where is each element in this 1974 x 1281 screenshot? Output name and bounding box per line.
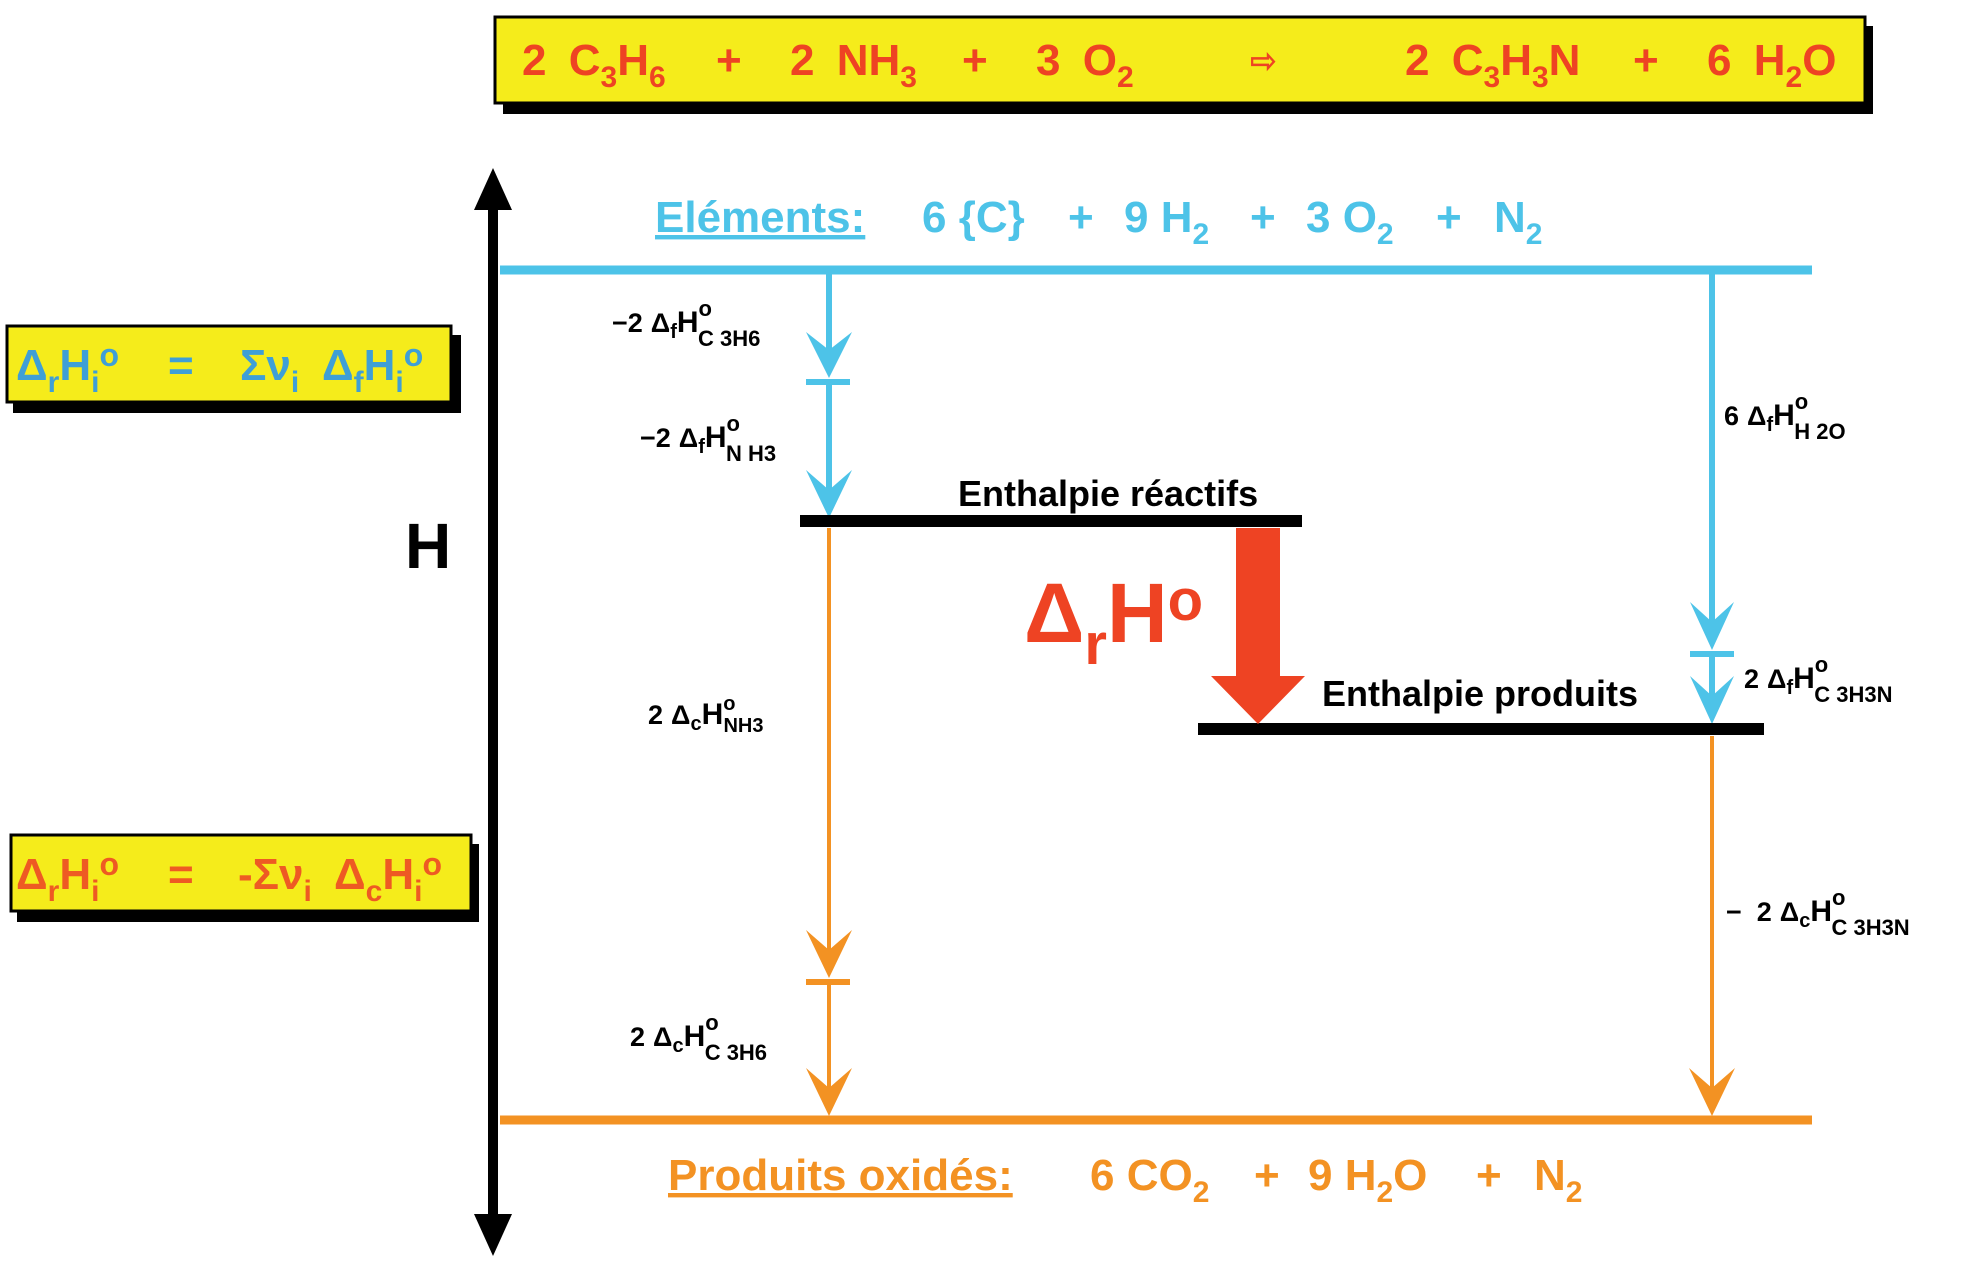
combustion-box: [9, 833, 473, 913]
elements-label: Eléments: 6 {C} + 9 H2 + 3 O2 + N2: [655, 193, 1542, 254]
left-combustion-arrows: [806, 528, 852, 1116]
down-arrow-icon: [806, 930, 852, 978]
down-arrow-icon: [1690, 602, 1734, 650]
red-arrow-shaft: [1236, 528, 1280, 678]
equation-box: [493, 15, 1867, 105]
reaction-enthalpy-arrow: ΔrHo: [1024, 528, 1305, 724]
down-arrow-icon: [1690, 676, 1734, 724]
right-formation-arrows: [1690, 274, 1734, 724]
elements-level: Eléments: 6 {C} + 9 H2 + 3 O2 + N2: [500, 193, 1812, 275]
axis-label: H: [405, 510, 451, 582]
enthalpy-axis: H: [405, 168, 512, 1256]
left-formation-arrows: [806, 274, 852, 518]
down-arrow-icon: [1689, 1068, 1735, 1116]
down-arrow-icon: [806, 1068, 852, 1116]
axis-up-arrow-icon: [474, 168, 512, 210]
reaction-equation: 2 C3H6 + 2 NH3 + 3 O2 ⇨ 2 C3H3N + 6 H2O: [522, 34, 1836, 97]
formation-box: [5, 324, 453, 404]
formation-formula-box: ΔrHio = Σνi ΔfHio: [5, 324, 461, 413]
down-arrow-icon: [806, 332, 852, 378]
reactants-label: Enthalpie réactifs: [958, 473, 1258, 514]
reaction-enthalpy-label: ΔrHo: [1024, 566, 1203, 677]
reactants-level: Enthalpie réactifs: [800, 473, 1302, 527]
products-level: Enthalpie produits: [1198, 673, 1764, 735]
combustion-formula-box: ΔrHio = -Σνi ΔcHio: [9, 833, 479, 922]
oxidized-label: Produits oxidés: 6 CO2 + 9 H2O + N2: [668, 1151, 1582, 1212]
down-arrow-icon: [806, 470, 852, 518]
red-down-arrow-icon: [1211, 676, 1305, 724]
right-combustion-arrow: [1689, 736, 1735, 1116]
reaction-equation-box: 2 C3H6 + 2 NH3 + 3 O2 ⇨ 2 C3H3N + 6 H2O: [493, 15, 1873, 114]
formation-formula: ΔrHio = Σνi ΔfHio: [16, 327, 423, 402]
combustion-formula: ΔrHio = -Σνi ΔcHio: [16, 836, 442, 911]
products-label: Enthalpie produits: [1322, 673, 1638, 714]
oxidized-level: Produits oxidés: 6 CO2 + 9 H2O + N2: [500, 1115, 1812, 1212]
axis-down-arrow-icon: [474, 1214, 512, 1256]
